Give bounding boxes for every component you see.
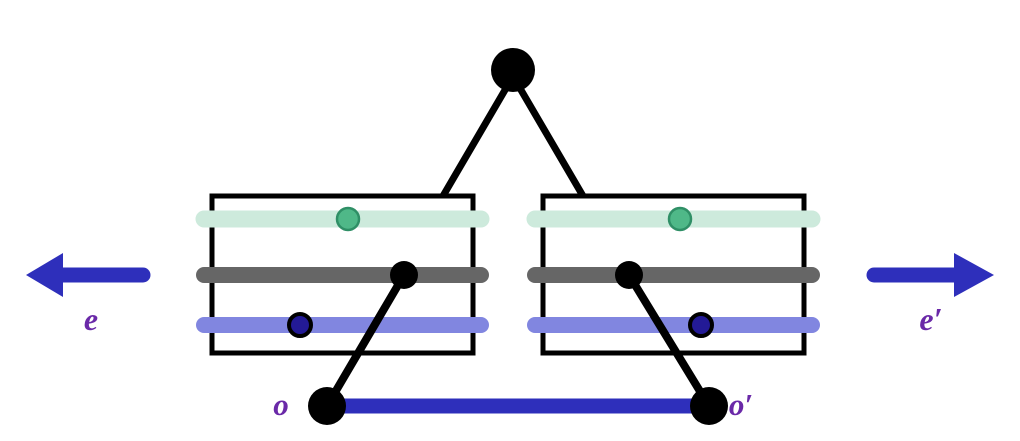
velocity-arrow-left: e [26,253,151,337]
label-e-prime: e′ [919,301,942,337]
node-black-gray-bar-right [615,261,643,289]
node-black-gray-bar-left [390,261,418,289]
velocity-arrow-right-head [954,253,994,297]
label-o: o [273,387,289,422]
velocity-arrow-left-head [26,253,63,297]
label-e: e [84,301,98,337]
observer-node-left [308,387,346,425]
node-green-left [335,206,361,232]
apex-edges [439,86,587,200]
node-navy-right [688,312,714,338]
frame-left [195,193,490,356]
label-o-prime: o′ [729,387,753,422]
apex-node [491,48,535,92]
node-green-right [667,206,693,232]
worldline-right [625,271,713,410]
worldline-left [323,271,408,410]
node-navy-left [287,312,313,338]
apex-edge-left [439,86,509,200]
frame-right [526,193,821,356]
observer-node-right [690,387,728,425]
apex-edge-right [517,86,587,200]
velocity-arrow-right: e′ [866,253,994,337]
